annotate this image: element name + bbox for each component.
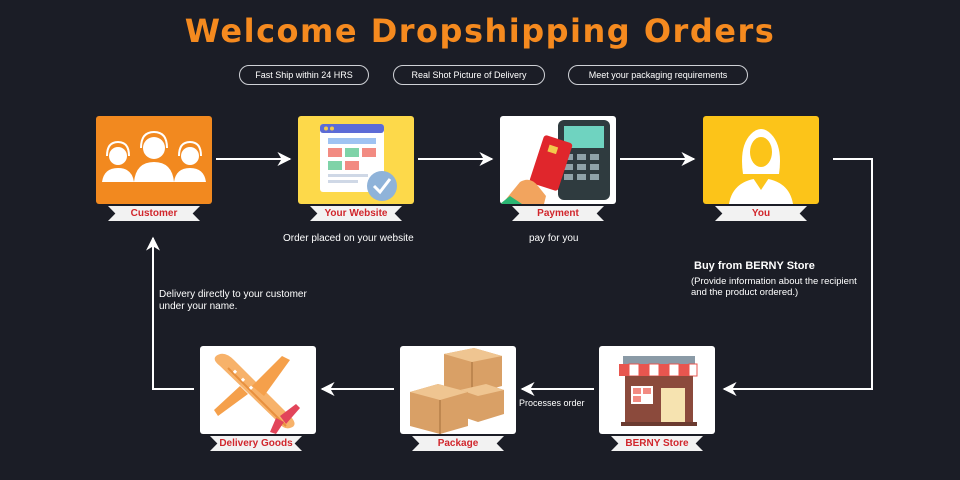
caption-order-placed: Order placed on your website <box>283 233 414 244</box>
caption-processes-order: Processes order <box>519 398 585 408</box>
website-card <box>298 116 414 204</box>
step-label-payment: Payment <box>512 206 604 221</box>
payment-card <box>500 116 616 204</box>
airplane-icon <box>214 353 300 434</box>
caption-pay-for-you: pay for you <box>529 233 579 244</box>
page-title: Welcome Dropshipping Orders <box>184 12 776 50</box>
step-label-berny: BERNY Store <box>611 436 703 451</box>
delivery-card <box>200 346 316 434</box>
website-icon <box>320 124 397 201</box>
step-label-website: Your Website <box>310 206 402 221</box>
badge-packaging: Meet your packaging requirements <box>568 65 748 85</box>
step-label-delivery: Delivery Goods <box>210 436 302 451</box>
person-icon <box>729 129 793 204</box>
arrow-delivery-customer <box>146 236 194 390</box>
customers-icon <box>102 130 206 182</box>
package-card <box>400 346 516 434</box>
arrow-you-berny <box>722 158 873 396</box>
step-label-customer: Customer <box>108 206 200 221</box>
customer-card <box>96 116 212 204</box>
berny-store-card <box>599 346 715 434</box>
payment-terminal-icon <box>500 120 610 204</box>
store-icon <box>619 356 698 426</box>
you-card <box>703 116 819 204</box>
step-label-you: You <box>715 206 807 221</box>
badge-fast-ship: Fast Ship within 24 HRS <box>239 65 369 85</box>
boxes-icon <box>410 348 504 434</box>
badge-real-shot: Real Shot Picture of Delivery <box>393 65 545 85</box>
caption-provide-info: (Provide information about the recipient… <box>691 276 857 298</box>
caption-delivery-direct: Delivery directly to your customer under… <box>159 289 307 312</box>
step-label-package: Package <box>412 436 504 451</box>
caption-buy-from-berny: Buy from BERNY Store <box>694 260 815 272</box>
